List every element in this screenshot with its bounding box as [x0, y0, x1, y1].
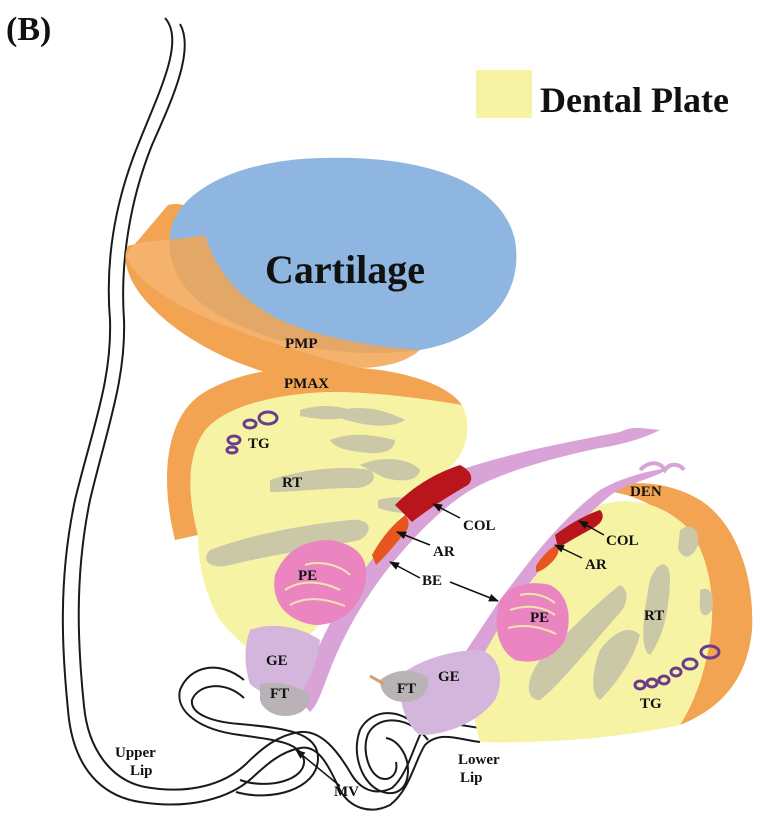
pe-lower-label: PE [530, 610, 549, 626]
col-upper-label: COL [463, 518, 496, 534]
be-arrow-right [450, 582, 498, 601]
pmp-label: PMP [285, 336, 317, 352]
rt-lower-label: RT [644, 608, 664, 624]
legend-swatch [476, 70, 532, 118]
be-arrow-left [390, 562, 420, 578]
ar-upper-label: AR [433, 544, 455, 560]
ar-lower-label: AR [585, 557, 607, 573]
lower-epithelium-wave [640, 463, 684, 470]
pe-upper-label: PE [298, 568, 317, 584]
panel-label: (B) [6, 11, 51, 48]
ft-upper-label: FT [270, 686, 289, 702]
ge-upper-label: GE [266, 653, 288, 669]
pmax-label: PMAX [284, 376, 329, 392]
lower-lip-label-1: Lower [458, 752, 500, 768]
upper-lip-label-1: Upper [115, 745, 156, 761]
mv-label: MV [334, 784, 359, 800]
ge-lower-label: GE [438, 669, 460, 685]
col-lower-label: COL [606, 533, 639, 549]
den-label: DEN [630, 484, 662, 500]
legend-label: Dental Plate [540, 80, 729, 120]
cartilage-label: Cartilage [265, 247, 425, 292]
ft-lower-label: FT [397, 681, 416, 697]
be-label: BE [422, 573, 442, 589]
tg-upper-label: TG [248, 436, 270, 452]
tg-lower-label: TG [640, 696, 662, 712]
lower-lip-label-2: Lip [460, 770, 483, 786]
rt-upper-label: RT [282, 475, 302, 491]
upper-lip-label-2: Lip [130, 763, 153, 779]
